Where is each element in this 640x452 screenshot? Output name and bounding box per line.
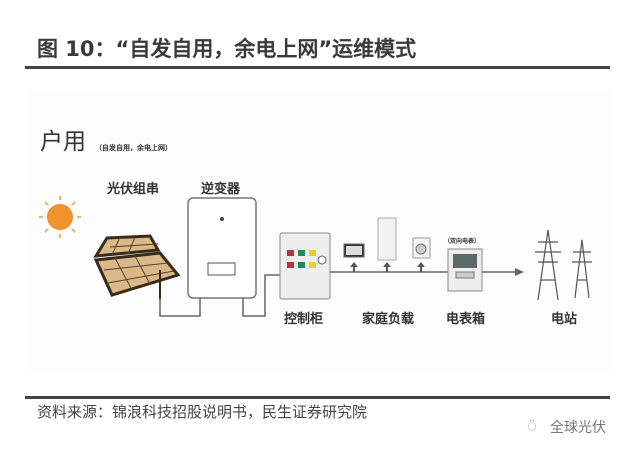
- top-divider: [25, 66, 610, 69]
- export-arrow-icon: [515, 268, 524, 276]
- tv-icon: [343, 243, 365, 258]
- label-household-load: 家庭负载: [362, 312, 415, 327]
- sun-icon: [39, 196, 81, 238]
- bidirectional-meter-icon: [447, 248, 483, 292]
- source-note: 资料来源：锦浪科技招股说明书，民生证券研究院: [37, 403, 368, 421]
- watermark: 全球光伏: [550, 420, 606, 436]
- label-meter-box: 电表箱: [446, 312, 486, 327]
- control-cabinet-icon: [279, 232, 331, 300]
- inverter-icon: [187, 197, 257, 299]
- fridge-icon: [377, 217, 397, 261]
- washing-machine-icon: [412, 237, 431, 259]
- diagram-area: [28, 90, 612, 370]
- load-arrows: [350, 262, 425, 272]
- power-tower-icon: [535, 229, 592, 301]
- solar-panel-icon: [93, 234, 181, 300]
- label-solar-string: 光伏组串: [107, 182, 160, 197]
- label-power-station: 电站: [551, 312, 578, 327]
- wechat-icon: ⍥: [528, 419, 537, 435]
- wiring: [159, 271, 515, 317]
- diagram-subheading: （自发自用，余电上网）: [95, 143, 172, 152]
- label-meter-note: （双向电表）: [444, 238, 481, 245]
- label-control-cabinet: 控制柜: [284, 312, 324, 327]
- bottom-divider: [25, 396, 610, 399]
- figure-title: 图 10：“自发自用，余电上网”运维模式: [37, 37, 417, 61]
- label-inverter: 逆变器: [201, 182, 241, 197]
- diagram-heading: 户用: [40, 129, 86, 155]
